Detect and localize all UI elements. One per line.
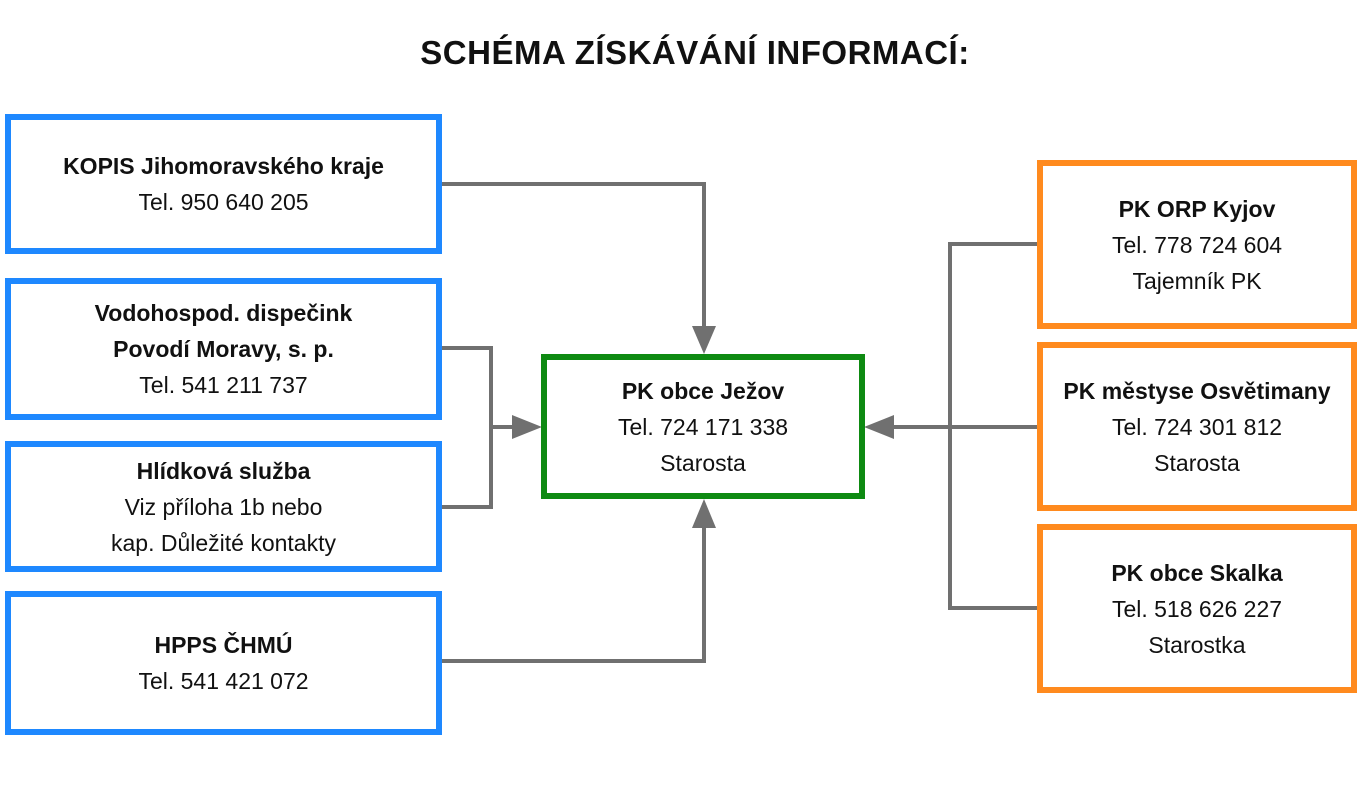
arrowhead-bottom [692, 499, 716, 528]
source-box-hpps: HPPS ČHMÚ Tel. 541 421 072 [5, 591, 442, 735]
partner-kyjov-phone: Tel. 778 724 604 [1111, 231, 1283, 258]
source-vodohospod-name: Vodohospod. dispečink [94, 300, 353, 326]
center-role: Starosta [660, 449, 746, 476]
partner-osvetimany-phone: Tel. 724 301 812 [1111, 413, 1283, 440]
diagram-title: SCHÉMA ZÍSKÁVÁNÍ INFORMACÍ: [420, 34, 970, 71]
source-hlidkova-note1: Viz příloha 1b nebo [124, 493, 323, 520]
center-name: PK obce Ježov [621, 377, 785, 404]
partner-skalka-role: Starostka [1148, 631, 1246, 658]
connector-hpps [441, 526, 706, 663]
arrowhead-left [512, 415, 542, 439]
source-hlidkova-note2: kap. Důležité kontakty [110, 529, 336, 556]
connector-kopis [441, 182, 706, 328]
arrowhead-top [692, 326, 716, 354]
partner-box-skalka: PK obce Skalka Tel. 518 626 227 Starostk… [1037, 524, 1357, 693]
source-kopis-phone: Tel. 950 640 205 [138, 189, 309, 215]
partner-kyjov-name: PK ORP Kyjov [1118, 195, 1276, 222]
source-box-vodohospod: Vodohospod. dispečink Povodí Moravy, s. … [5, 278, 442, 420]
connector-vodohospod [441, 346, 493, 509]
source-kopis-name: KOPIS Jihomoravského kraje [63, 153, 384, 179]
partner-osvetimany-role: Starosta [1154, 449, 1240, 476]
center-phone: Tel. 724 171 338 [617, 413, 789, 440]
center-box-jezov: PK obce Ježov Tel. 724 171 338 Starosta [541, 354, 865, 499]
arrowhead-right [864, 415, 894, 439]
partner-skalka-name: PK obce Skalka [1111, 559, 1283, 586]
source-vodohospod-org: Povodí Moravy, s. p. [113, 336, 334, 362]
source-box-hlidkova: Hlídková služba Viz příloha 1b nebo kap.… [5, 441, 442, 572]
partner-box-kyjov: PK ORP Kyjov Tel. 778 724 604 Tajemník P… [1037, 160, 1357, 329]
source-box-kopis: KOPIS Jihomoravského kraje Tel. 950 640 … [5, 114, 442, 254]
source-hpps-phone: Tel. 541 421 072 [138, 668, 309, 694]
source-hpps-name: HPPS ČHMÚ [154, 632, 293, 658]
partner-osvetimany-name: PK městyse Osvětimany [1063, 377, 1331, 404]
source-vodohospod-phone: Tel. 541 211 737 [139, 372, 308, 398]
partner-kyjov-role: Tajemník PK [1132, 267, 1262, 294]
partner-skalka-phone: Tel. 518 626 227 [1111, 595, 1283, 622]
source-hlidkova-name: Hlídková služba [136, 457, 311, 484]
partner-box-osvetimany: PK městyse Osvětimany Tel. 724 301 812 S… [1037, 342, 1357, 511]
